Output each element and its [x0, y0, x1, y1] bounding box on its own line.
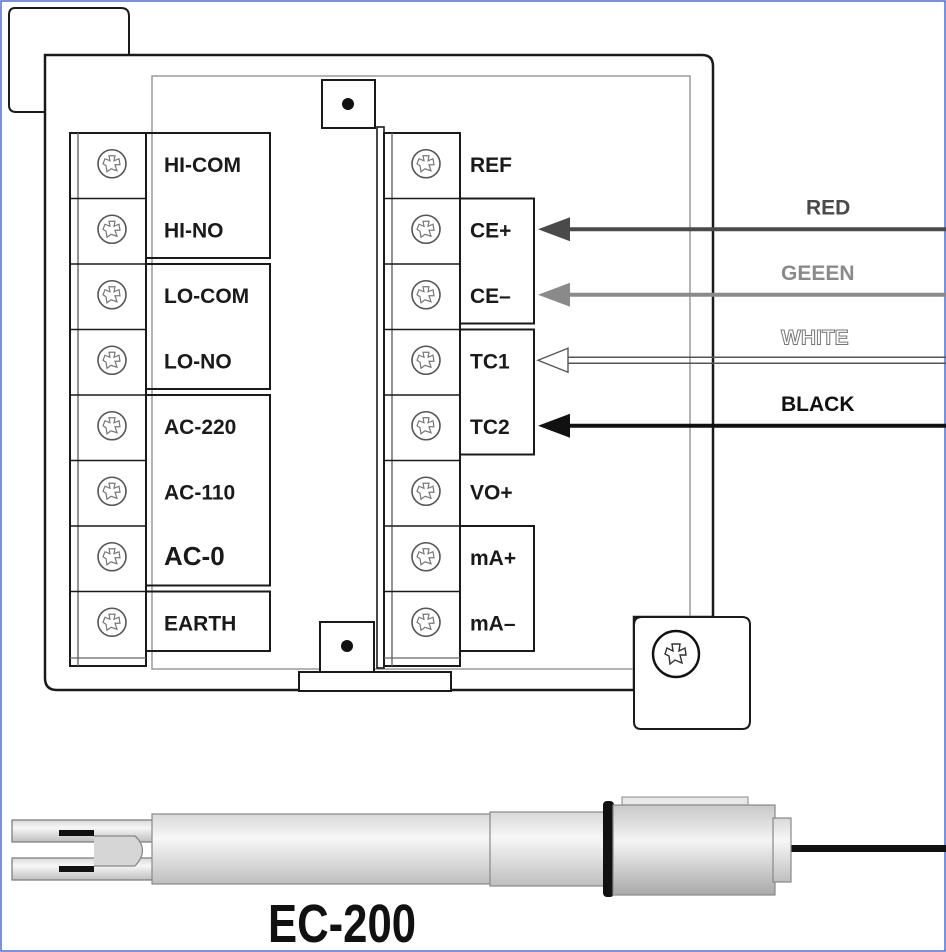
- screw-icon: [97, 476, 127, 507]
- terminal-label: VO+: [470, 481, 513, 504]
- terminal-label: CE–: [470, 285, 511, 308]
- left-label-groups: [145, 132, 271, 652]
- screw-icon: [97, 148, 127, 179]
- wire-label: BLACK: [781, 393, 855, 416]
- screw-icon: [97, 345, 127, 376]
- terminal-label: HI-NO: [164, 219, 224, 242]
- terminal-label: TC1: [470, 350, 510, 373]
- screw-icon: [411, 214, 441, 245]
- screw-icon: [411, 476, 441, 507]
- right-terminal-block: [376, 126, 461, 669]
- screw-icon: [411, 541, 441, 572]
- left-terminal-block: [69, 132, 147, 667]
- wire-arrow: [538, 413, 570, 438]
- right-screws: [384, 148, 460, 638]
- bottom-flange: [298, 671, 452, 692]
- screw-icon: [97, 410, 127, 441]
- terminal-label: HI-COM: [164, 154, 241, 177]
- wire-label: RED: [806, 196, 850, 219]
- screw-icon: [411, 279, 441, 310]
- terminal-label: EARTH: [164, 612, 236, 635]
- terminal-label: LO-NO: [164, 350, 232, 373]
- latch-bottom: [319, 621, 375, 673]
- terminal-label: AC-220: [164, 416, 236, 439]
- screw-icon: [97, 541, 127, 572]
- wire-arrow: [536, 347, 569, 374]
- wire-label: WHITE: [781, 326, 849, 349]
- terminal-label: AC-110: [164, 481, 235, 504]
- terminal-label: CE+: [470, 219, 511, 242]
- inner-panel: [151, 75, 691, 670]
- mounting-hole-icon: [651, 629, 701, 679]
- terminal-label: TC2: [470, 416, 510, 439]
- left-terminal-labels: HI-COM HI-NO LO-COM LO-NO AC-220AC-110AC-0EA…: [164, 154, 249, 636]
- left-screws: [70, 148, 146, 638]
- terminal-label: REF: [470, 154, 512, 177]
- screw-icon: [97, 214, 127, 245]
- terminal-label: AC-0: [164, 541, 225, 571]
- screw-icon: [97, 607, 127, 638]
- latch-top: [321, 79, 376, 129]
- screw-icon: [411, 148, 441, 179]
- mounting-tab-bottom-right: [633, 616, 751, 730]
- screw-icon: [411, 345, 441, 376]
- probe-model-label: EC-200: [268, 894, 416, 952]
- screw-icon: [411, 410, 441, 441]
- terminal-label: mA–: [470, 612, 516, 635]
- terminal-label: LO-COM: [164, 285, 249, 308]
- wire-arrow: [538, 217, 570, 242]
- terminal-label: mA+: [470, 547, 516, 570]
- ec-probe: EC-200: [11, 796, 946, 952]
- wire-label: GEEEN: [781, 262, 855, 285]
- screw-icon: [411, 607, 441, 638]
- screw-icon: [97, 279, 127, 310]
- right-label-groups: [459, 197, 535, 652]
- wire-arrow: [538, 282, 570, 307]
- wire-connections: RED GEEEN WHITE BLACK: [536, 196, 946, 438]
- probe-cable: [790, 845, 946, 852]
